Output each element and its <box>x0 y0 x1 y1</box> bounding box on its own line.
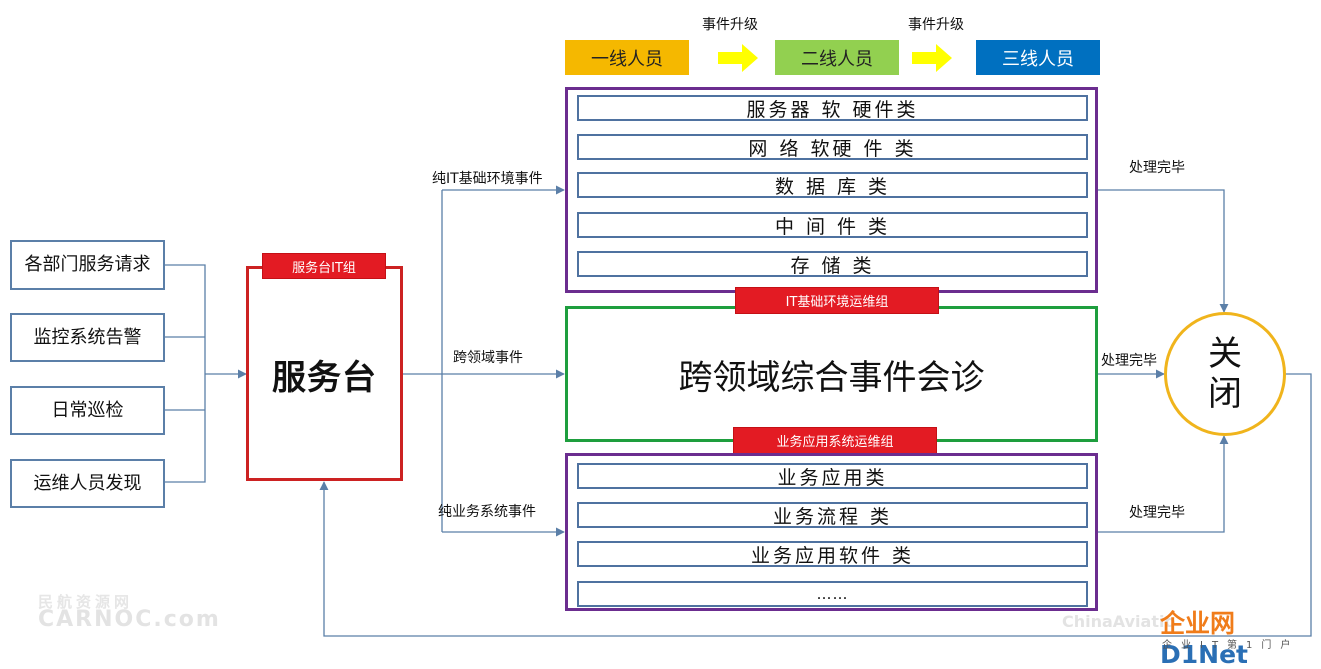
connector-lines <box>165 44 1312 637</box>
app-item-more: …… <box>577 581 1088 607</box>
app-group-tag: 业务应用系统运维组 <box>733 427 937 454</box>
source-monitoring-alert: 监控系统告警 <box>10 313 165 362</box>
watermark-d1net-tagline: 企业IT第1门户 <box>1162 640 1300 651</box>
label-done-middle: 处理完毕 <box>1101 353 1157 369</box>
tier-3-box: 三线人员 <box>976 40 1100 75</box>
label-done-bottom: 处理完毕 <box>1129 505 1185 521</box>
tier-2-box: 二线人员 <box>775 40 899 75</box>
app-item-software: 业务应用软件 类 <box>577 541 1088 567</box>
app-item-application: 业务应用类 <box>577 463 1088 489</box>
app-item-process: 业务流程 类 <box>577 502 1088 528</box>
label-done-top: 处理完毕 <box>1129 160 1185 176</box>
close-node: 关闭 <box>1164 312 1286 436</box>
infra-item-middleware: 中 间 件 类 <box>577 212 1088 238</box>
watermark-china-aviation: ChinaAviatio <box>1062 612 1176 631</box>
close-label: 关闭 <box>1208 334 1242 414</box>
service-desk-tag: 服务台IT组 <box>262 253 386 279</box>
label-pure-it-event: 纯IT基础环境事件 <box>432 171 543 187</box>
tier-1-box: 一线人员 <box>565 40 689 75</box>
infra-item-database: 数 据 库 类 <box>577 172 1088 198</box>
infra-item-storage: 存 储 类 <box>577 251 1088 277</box>
source-service-request: 各部门服务请求 <box>10 240 165 290</box>
watermark-carnoc-cn: 民航资源网 <box>38 593 134 611</box>
infra-group-tag: IT基础环境运维组 <box>735 287 939 314</box>
label-cross-domain-event: 跨领域事件 <box>453 350 523 366</box>
label-pure-business-event: 纯业务系统事件 <box>438 504 536 520</box>
service-desk-title: 服务台 <box>272 357 377 398</box>
source-staff-discovery: 运维人员发现 <box>10 459 165 508</box>
escalation-label-2: 事件升级 <box>908 17 964 33</box>
infra-item-network: 网 络 软硬 件 类 <box>577 134 1088 160</box>
infra-item-server: 服务器 软 硬件类 <box>577 95 1088 121</box>
watermark-carnoc-en: CARNOC.com <box>38 607 221 632</box>
escalation-arrow-2 <box>912 44 952 72</box>
source-daily-inspection: 日常巡检 <box>10 386 165 435</box>
escalation-arrow-1 <box>718 44 758 72</box>
escalation-label-1: 事件升级 <box>702 17 758 33</box>
cross-domain-box: 跨领域综合事件会诊 <box>565 306 1098 442</box>
